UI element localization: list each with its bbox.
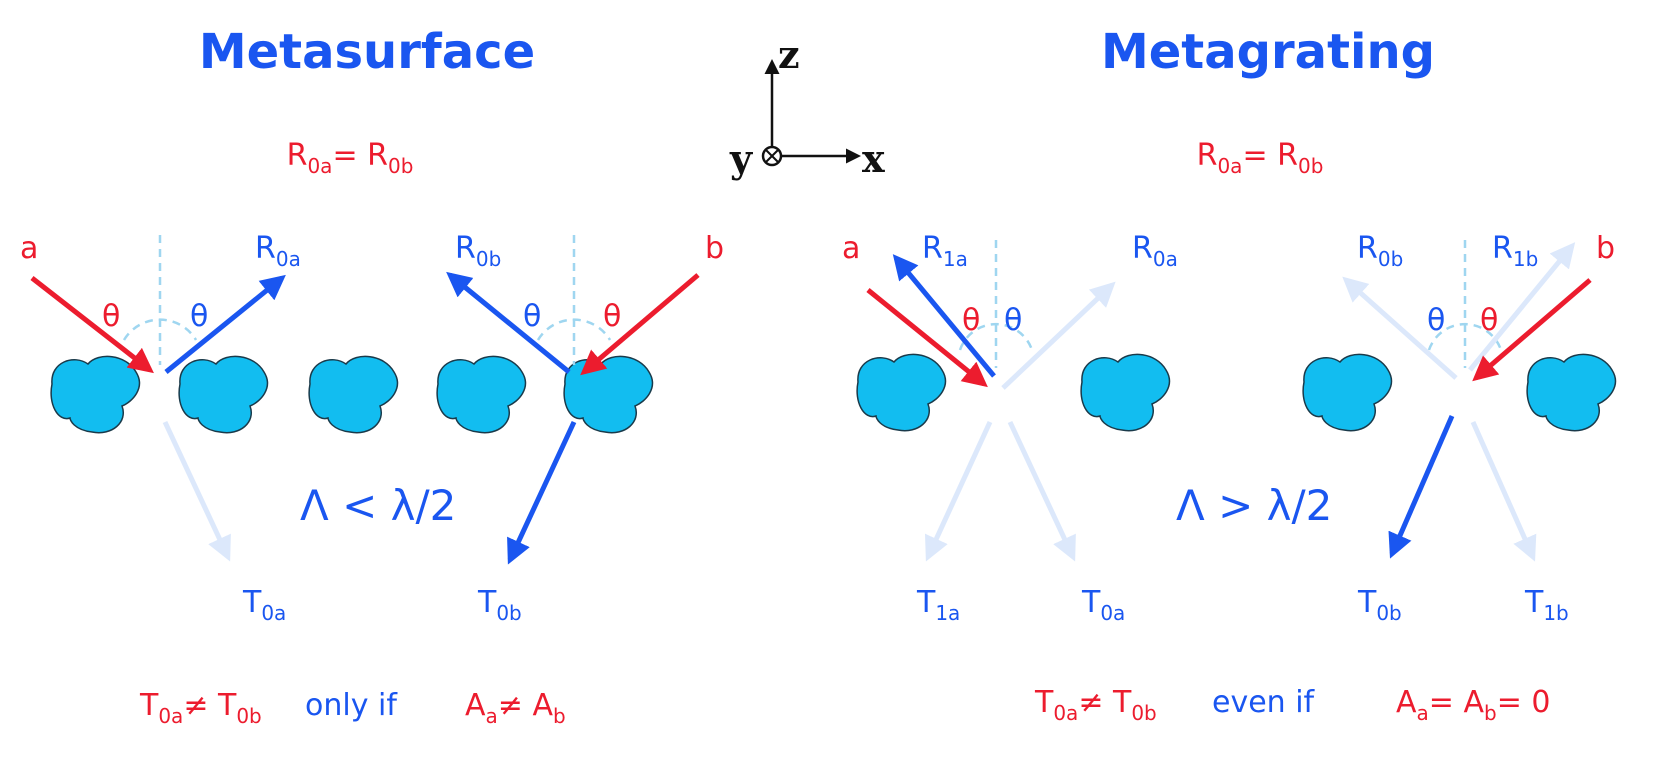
normal-guides-right (958, 240, 1503, 368)
condition-statement-right: T0a≠ T0b even if Aa= Ab= 0 (1034, 685, 1550, 728)
metasurface-title: Metasurface (199, 24, 535, 80)
r0b-label: R0b (455, 231, 501, 271)
particle (436, 355, 527, 434)
r0b-label: R0b (1357, 231, 1403, 271)
x-axis-label: x (862, 136, 885, 181)
theta-label: θ (603, 299, 621, 334)
particle (1526, 353, 1617, 432)
r1a-arrow (892, 254, 996, 378)
t0b-label: T0b (1357, 585, 1402, 625)
theta-label: θ (102, 299, 120, 334)
incident-b-label: b (1596, 231, 1615, 266)
t0b-arrow (507, 420, 577, 565)
t0a-label: T0a (242, 585, 286, 625)
theta-label: θ (1480, 303, 1498, 338)
normal-guides-left (122, 235, 612, 365)
r1b-arrow (1468, 242, 1576, 372)
particle (1302, 353, 1393, 432)
incident-a-label: a (842, 231, 860, 266)
particle (1080, 353, 1171, 432)
coordinate-axes: z y x (729, 32, 885, 181)
t0b-arrow (1388, 415, 1455, 559)
incident-a-label: a (20, 231, 38, 266)
period-condition-right: Λ > λ/2 (1176, 481, 1332, 530)
r0a-arrow (164, 274, 286, 374)
theta-label: θ (1427, 303, 1445, 338)
t1b-label: T1b (1524, 585, 1569, 625)
z-axis-label: z (778, 32, 800, 77)
reflection-equality-right: R0a= R0b (1197, 138, 1324, 178)
period-condition-left: Λ < λ/2 (300, 481, 456, 530)
particle (308, 355, 399, 434)
incident-b-label: b (705, 231, 724, 266)
theta-label: θ (190, 299, 208, 334)
metasurface-panel: Metasurface R0a= R0b (20, 24, 724, 731)
incident-b-arrow (1472, 278, 1592, 382)
particle-array-right (856, 353, 1617, 432)
particle (563, 355, 654, 434)
condition-statement-left: T0a≠ T0b only if Aa≠ Ab (139, 688, 566, 731)
y-axis-cross (765, 149, 779, 163)
r0a-label: R0a (255, 231, 301, 271)
r0a-arrow (1001, 281, 1116, 390)
t1a-label: T1a (916, 585, 960, 625)
incident-a-arrow (30, 276, 154, 374)
y-axis-label: y (729, 136, 753, 181)
theta-label: θ (523, 299, 541, 334)
particle (856, 353, 947, 432)
r0b-arrow (446, 271, 571, 374)
t0a-arrow (162, 420, 231, 562)
t0b-label: T0b (477, 585, 522, 625)
particle (50, 355, 141, 434)
t1a-arrow (924, 420, 993, 562)
incident-a-arrow (866, 288, 988, 388)
theta-label: θ (1004, 303, 1022, 338)
particle (178, 355, 269, 434)
theta-label: θ (962, 303, 980, 338)
t1b-arrow (1470, 420, 1537, 562)
r0b-arrow (1342, 276, 1458, 380)
t0a-label: T0a (1081, 585, 1125, 625)
metagrating-panel: Metagrating R0a= R0b a b θ (842, 24, 1617, 728)
r1a-label: R1a (922, 231, 968, 271)
metagrating-title: Metagrating (1101, 24, 1435, 80)
incident-b-arrow (580, 273, 700, 376)
reflection-equality-left: R0a= R0b (287, 138, 414, 178)
t0a-arrow (1007, 420, 1076, 562)
r1b-label: R1b (1492, 231, 1538, 271)
r0a-label: R0a (1132, 231, 1178, 271)
